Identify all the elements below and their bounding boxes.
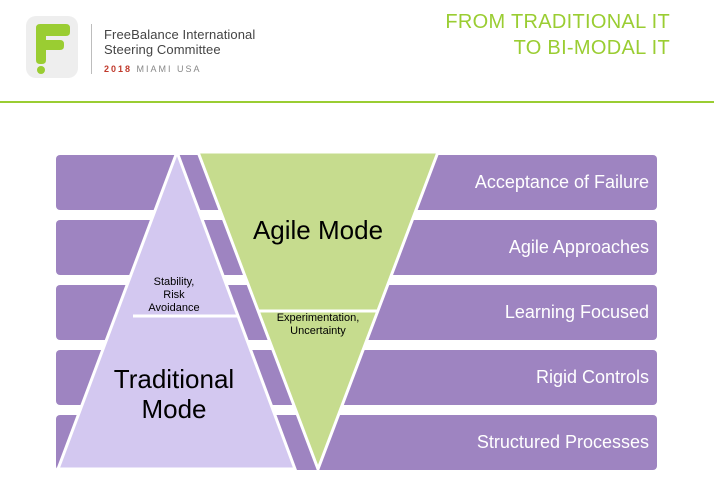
traditional-mode-traits: Stability, Risk Avoidance xyxy=(124,276,224,315)
agile-mode-traits: Experimentation, Uncertainty xyxy=(248,312,388,338)
freebalance-logo-icon xyxy=(26,16,78,78)
slide-title-line2: TO BI-MODAL IT xyxy=(513,37,670,59)
bar-label: Structured Processes xyxy=(476,432,649,452)
bar-label: Rigid Controls xyxy=(535,367,649,387)
event-year: 2018 xyxy=(104,64,133,74)
bar-label: Learning Focused xyxy=(504,302,649,322)
traditional-mode-pyramid xyxy=(55,147,298,471)
org-name-line2: Steering Committee xyxy=(104,42,221,57)
org-name-line1: FreeBalance International xyxy=(104,27,256,42)
traditional-mode-title: Traditional Mode xyxy=(94,364,254,424)
slide-header: FreeBalance International Steering Commi… xyxy=(0,0,714,104)
bar-label: Acceptance of Failure xyxy=(474,172,649,192)
slide-title-line1: FROM TRADITIONAL IT xyxy=(445,11,670,33)
event-caption: 2018 MIAMI USA xyxy=(104,64,202,74)
traditional-trait-line2: Risk xyxy=(163,289,185,301)
agile-mode-title: Agile Mode xyxy=(252,215,384,245)
slide-title: FROM TRADITIONAL IT TO BI-MODAL IT xyxy=(445,9,670,61)
bar-label: Agile Approaches xyxy=(508,237,649,257)
traditional-title-line2: Mode xyxy=(141,394,207,424)
traditional-trait-line1: Stability, xyxy=(153,276,195,288)
traditional-title-line1: Traditional xyxy=(113,364,235,394)
logo-divider xyxy=(91,24,92,74)
traditional-trait-line3: Avoidance xyxy=(148,302,200,314)
agile-trait-line2: Uncertainty xyxy=(290,325,346,337)
header-rule xyxy=(0,101,714,103)
event-place: MIAMI USA xyxy=(136,64,202,74)
agile-trait-line1: Experimentation, xyxy=(276,312,360,324)
